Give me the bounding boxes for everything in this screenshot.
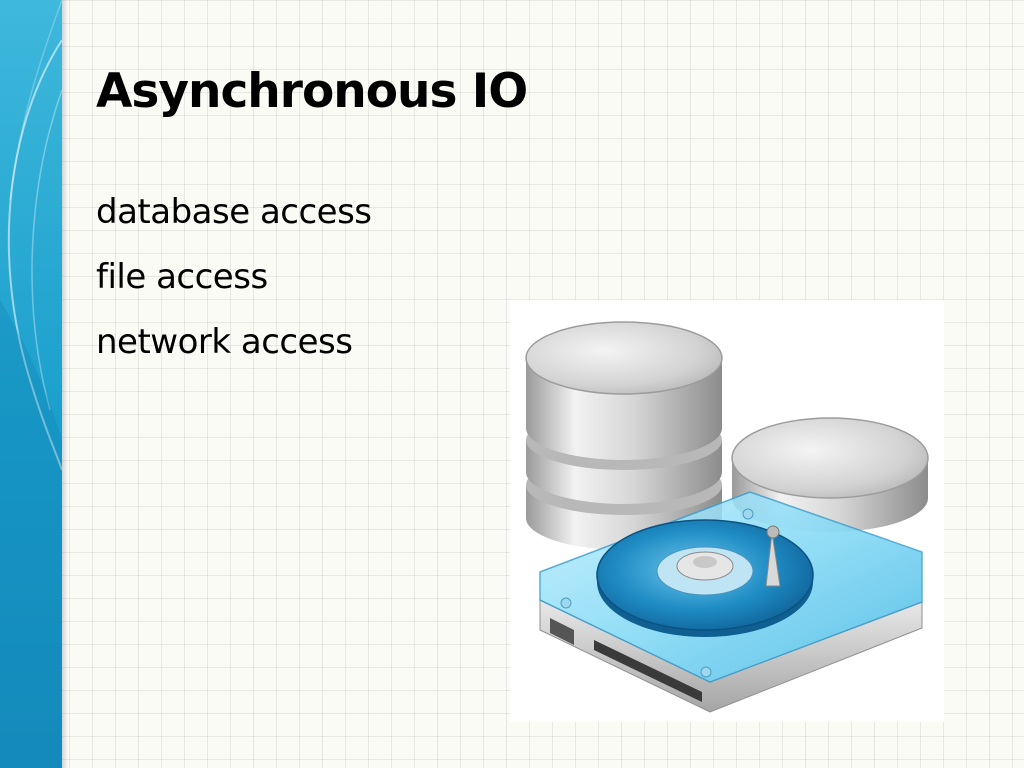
sidebar-decoration: [0, 0, 62, 768]
bullet-item-file: file access: [96, 257, 268, 297]
bullet-list: database access file access network acce…: [96, 186, 372, 381]
bullet-item-network: network access: [96, 322, 353, 362]
slide-title: Asynchronous IO: [96, 64, 528, 119]
database-stack-icon: [525, 321, 723, 550]
hard-drive-icon: [539, 491, 923, 713]
database-and-hard-drive-icon: [510, 300, 944, 722]
bullet-item-database: database access: [96, 192, 372, 232]
sidebar-shadow: [62, 0, 68, 768]
